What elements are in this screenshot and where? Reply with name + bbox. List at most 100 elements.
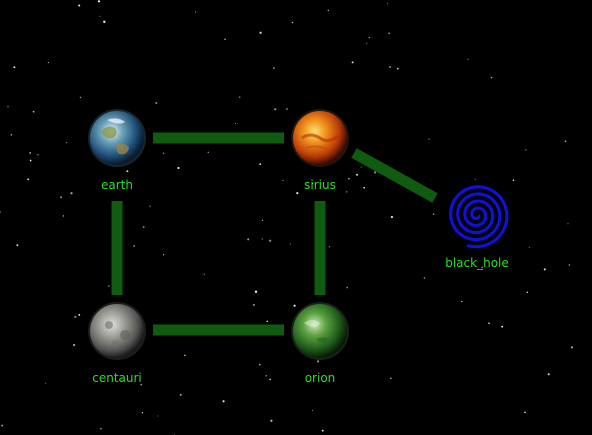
star	[296, 191, 299, 195]
star	[72, 343, 76, 347]
star	[99, 15, 101, 17]
star	[328, 246, 330, 248]
star	[274, 108, 277, 111]
star	[282, 179, 284, 181]
star	[29, 159, 32, 162]
star	[62, 215, 65, 217]
star	[100, 427, 102, 430]
star	[184, 354, 186, 357]
star	[1, 424, 4, 427]
star	[467, 58, 469, 61]
sirius-planet-icon	[291, 109, 349, 167]
star	[396, 67, 399, 70]
star	[133, 245, 136, 247]
node-sirius[interactable]: sirius	[260, 108, 380, 228]
star	[512, 179, 515, 181]
star	[261, 219, 263, 221]
star	[346, 191, 348, 193]
link-sirius-black-hole[interactable]	[351, 148, 438, 203]
star	[273, 67, 275, 69]
star	[526, 291, 529, 294]
star	[543, 268, 546, 271]
star	[7, 106, 9, 108]
star	[266, 320, 268, 323]
star	[386, 2, 388, 4]
star	[126, 170, 129, 173]
star	[474, 178, 476, 180]
star	[224, 38, 226, 41]
star	[234, 123, 236, 124]
star	[567, 223, 569, 225]
star	[66, 142, 68, 144]
star	[461, 300, 463, 303]
star	[423, 277, 426, 279]
star	[363, 186, 366, 189]
star	[368, 36, 371, 39]
star	[149, 205, 151, 207]
black-hole-spiral-icon	[449, 185, 509, 249]
star	[60, 196, 63, 199]
star	[259, 31, 262, 34]
star	[261, 238, 263, 240]
star	[390, 377, 392, 379]
node-label-centauri: centauri	[92, 371, 142, 385]
star	[355, 173, 359, 176]
star	[78, 313, 81, 316]
star	[254, 290, 258, 293]
star	[207, 151, 209, 153]
node-earth[interactable]: earth	[57, 108, 177, 228]
star	[321, 429, 324, 432]
star	[179, 393, 182, 396]
star	[258, 363, 261, 366]
star	[286, 108, 288, 110]
star	[0, 211, 1, 213]
star	[177, 166, 180, 170]
star	[141, 412, 144, 414]
star	[74, 315, 77, 318]
star	[293, 304, 296, 307]
star	[312, 182, 314, 184]
orion-planet-icon	[291, 302, 349, 360]
star	[259, 163, 262, 165]
star	[524, 411, 526, 414]
star	[157, 415, 159, 417]
star	[481, 266, 484, 269]
node-black-hole[interactable]: black_hole	[417, 180, 537, 300]
star	[528, 246, 530, 248]
star	[366, 42, 368, 44]
star	[162, 152, 165, 155]
star	[351, 61, 354, 64]
star	[27, 178, 30, 181]
star	[346, 286, 349, 289]
star	[388, 32, 391, 35]
star	[289, 243, 291, 245]
star	[155, 101, 158, 105]
star	[195, 11, 197, 13]
star	[47, 62, 50, 64]
star	[103, 20, 106, 23]
star	[45, 382, 47, 384]
node-label-earth: earth	[101, 178, 133, 192]
star	[32, 110, 35, 113]
star	[97, 0, 101, 3]
star	[163, 254, 165, 256]
star	[265, 374, 268, 377]
star	[29, 152, 31, 154]
star	[488, 322, 490, 325]
star	[312, 409, 314, 411]
star	[428, 138, 430, 140]
star	[570, 346, 574, 349]
star	[108, 285, 110, 287]
star	[78, 4, 81, 7]
star	[252, 303, 255, 306]
node-orion[interactable]: orion	[260, 301, 380, 421]
star	[564, 140, 567, 143]
node-centauri[interactable]: centauri	[57, 301, 177, 421]
star	[525, 149, 527, 151]
star	[268, 239, 272, 242]
star	[79, 96, 82, 99]
node-label-orion: orion	[304, 371, 336, 385]
